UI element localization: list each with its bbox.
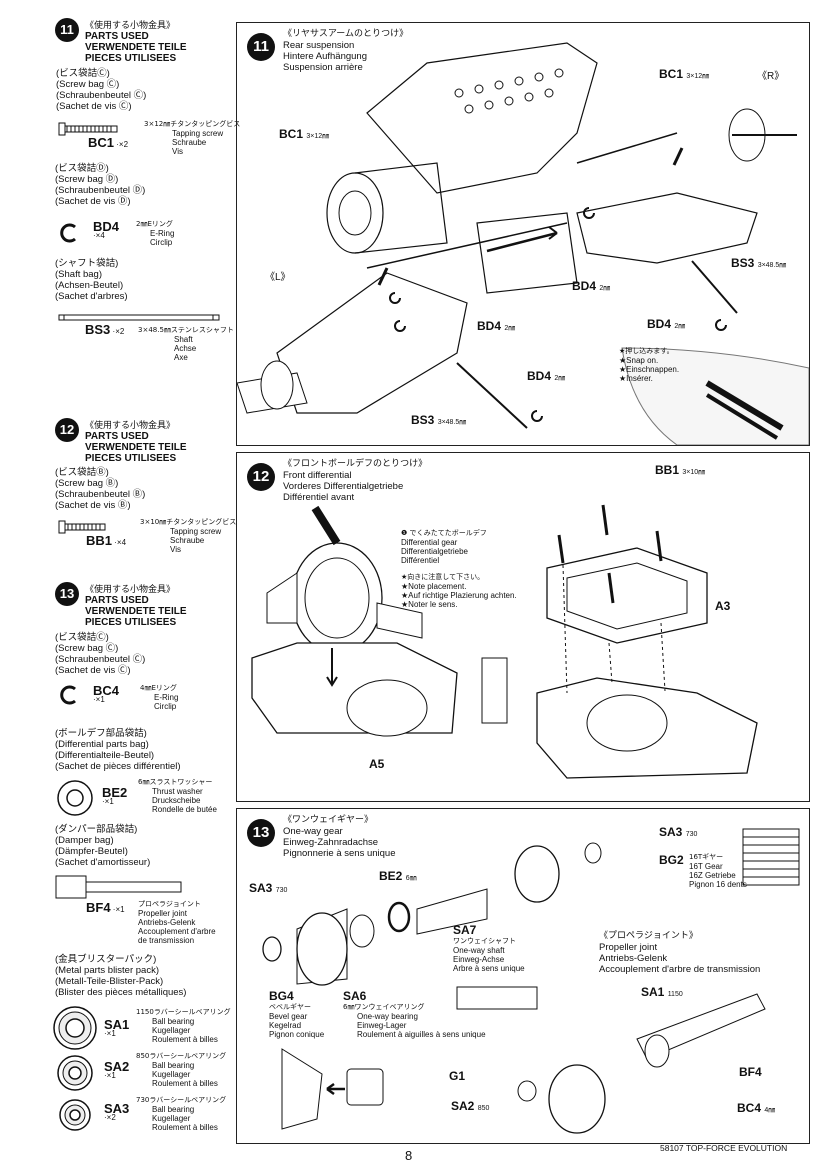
part-bc1-desc: 3×12㎜チタンタッピングビス Tapping screw Schraube V… xyxy=(144,120,241,156)
part-be2-desc: 6㎜スラストワッシャー Thrust washer Druckscheibe R… xyxy=(138,778,217,814)
parts-used-de: VERWENDETE TEILE xyxy=(85,42,187,53)
damper-bag-label: (ダンパー部品袋詰)(Damper bag) (Dämpfer-Beutel)(… xyxy=(55,824,151,868)
part-sa1-desc: 1150ラバーシールベアリング Ball bearing Kugellager … xyxy=(136,1008,231,1044)
label-bb1: BB1 3×10㎜ xyxy=(655,463,706,477)
ball-bearing-icon xyxy=(57,1055,93,1091)
screw-bag-c-label: (ビス袋詰Ⓒ)(Screw bag Ⓒ) (Schraubenbeutel Ⓒ)… xyxy=(55,632,146,676)
propeller-joint-icon xyxy=(55,875,182,899)
thrust-washer-icon xyxy=(57,780,93,816)
label-bd4-d: BD4 2㎜ xyxy=(527,369,566,383)
part-be2: BE2·×1 xyxy=(102,785,128,806)
part-bc4: BC4·×1 xyxy=(93,683,120,704)
label-bg4: BG4 xyxy=(269,989,294,1003)
part-sa2-desc: 850ラバーシールベアリング Ball bearing Kugellager R… xyxy=(136,1052,227,1088)
label-bc4: BC4 4㎜ xyxy=(737,1101,776,1115)
front-differential-drawing xyxy=(251,504,758,779)
label-g1: G1 xyxy=(449,1069,466,1083)
label-left-side: 《L》 xyxy=(265,272,291,283)
parts-used-fr: PIECES UTILISEES xyxy=(85,53,177,64)
part-bb1: BB1 ·×4 xyxy=(86,533,127,548)
part-bd4-desc: 2㎜Eリング E-Ring Circlip xyxy=(136,220,175,247)
label-bd4-a: BD4 2㎜ xyxy=(572,279,611,293)
part-bc1: BC1 ·×2 xyxy=(88,135,129,150)
screw-bag-b-label: (ビス袋詰Ⓑ)(Screw bag Ⓑ) (Schraubenbeutel Ⓑ)… xyxy=(55,467,146,511)
label-be2: BE2 6㎜ xyxy=(379,869,417,883)
part-bf4: BF4 ·×1 xyxy=(86,900,125,915)
label-a5: A5 xyxy=(369,757,385,771)
part-sa2: SA2·×1 xyxy=(104,1059,130,1080)
label-a3: A3 xyxy=(715,599,731,613)
part-bc4-desc: 4㎜Eリング E-Ring Circlip xyxy=(140,684,179,711)
step-number-badge: 13 xyxy=(247,819,275,847)
label-sa1: SA1 1150 xyxy=(641,985,683,999)
part-bd4: BD4·×4 xyxy=(93,219,120,240)
differential-bag-label: (ボールデフ部品袋詰)(Differential parts bag) (Dif… xyxy=(55,728,181,772)
shaft-icon xyxy=(58,314,220,321)
label-sa3-left: SA3 730 xyxy=(249,881,288,895)
step-number-badge: 11 xyxy=(247,33,275,61)
label-bs3-bottom: BS3 3×48.5㎜ xyxy=(411,413,467,427)
ball-bearing-icon xyxy=(59,1099,91,1131)
label-bs3-right: BS3 3×48.5㎜ xyxy=(731,256,787,270)
snap-on-note: ★押し込みます。 ★Snap on.★Einschnappen.★Insérer… xyxy=(619,347,680,383)
part-bs3: BS3 ·×2 xyxy=(85,322,125,337)
step-number-badge: 11 xyxy=(55,18,79,42)
model-name: 58107 TOP-FORCE EVOLUTION xyxy=(660,1143,788,1153)
part-sa3-desc: 730ラバーシールベアリング Ball bearing Kugellager R… xyxy=(136,1096,227,1132)
label-sa7: SA7 xyxy=(453,923,477,937)
label-right-side: 《R》 xyxy=(757,71,785,82)
step-number-badge: 12 xyxy=(247,463,275,491)
label-bc1-top: BC1 3×12㎜ xyxy=(659,67,710,81)
part-bb1-desc: 3×10㎜チタンタッピングビス Tapping screw Schraube V… xyxy=(140,518,237,554)
label-sa6: SA6 xyxy=(343,989,367,1003)
step11-parts-header: 11 《使用する小物金具》 PARTS USED VERWENDETE TEIL… xyxy=(55,18,230,78)
one-way-gear-drawing xyxy=(262,828,800,1134)
parts-used-en: PARTS USED xyxy=(85,31,149,42)
step-number-badge: 13 xyxy=(55,582,79,606)
part-sa1: SA1·×1 xyxy=(104,1017,130,1038)
label-bd4-c: BD4 2㎜ xyxy=(647,317,686,331)
sa6-desc: 6㎜ワンウェイベアリング One-way bearing Einweg-Lage… xyxy=(343,1003,486,1039)
tapping-screw-icon xyxy=(58,520,106,534)
label-bg2: BG2 xyxy=(659,853,684,867)
label-sa3-top: SA3 730 xyxy=(659,825,698,839)
metal-blister-label: (金具ブリスターパック)(Metal parts blister pack) (… xyxy=(55,954,187,998)
label-bc1-left: BC1 3×12㎜ xyxy=(279,127,330,141)
rear-suspension-drawing xyxy=(237,42,809,445)
shaft-bag-label: (シャフト袋詰)(Shaft bag) (Achsen-Beutel)(Sach… xyxy=(55,258,128,302)
e-ring-icon xyxy=(60,223,76,243)
parts-sidebar: 11 《使用する小物金具》 PARTS USED VERWENDETE TEIL… xyxy=(0,0,240,1150)
screw-bag-d-label: (ビス袋詰Ⓓ)(Screw bag Ⓓ) (Schraubenbeutel Ⓓ)… xyxy=(55,163,146,207)
step-number-badge: 12 xyxy=(55,418,79,442)
ball-bearing-icon xyxy=(53,1006,97,1050)
screw-bag-c-label: (ビス袋詰Ⓒ)(Screw bag Ⓒ) (Schraubenbeutel Ⓒ)… xyxy=(56,68,147,112)
parts-used-jp: 《使用する小物金具》 xyxy=(85,21,176,31)
page-number: 8 xyxy=(405,1148,413,1163)
label-bd4-b: BD4 2㎜ xyxy=(477,319,516,333)
placement-note: ★向きに注意して下さい。 ★Note placement.★Auf richti… xyxy=(401,573,517,609)
label-bf4: BF4 xyxy=(739,1065,762,1079)
part-sa3: SA3·×2 xyxy=(104,1101,130,1122)
e-ring-icon xyxy=(60,685,76,705)
part-bs3-desc: 3×48.5㎜ステンレスシャフト Shaft Achse Axe xyxy=(138,326,234,362)
label-sa2: SA2 850 xyxy=(451,1099,490,1113)
tapping-screw-icon xyxy=(58,122,118,136)
